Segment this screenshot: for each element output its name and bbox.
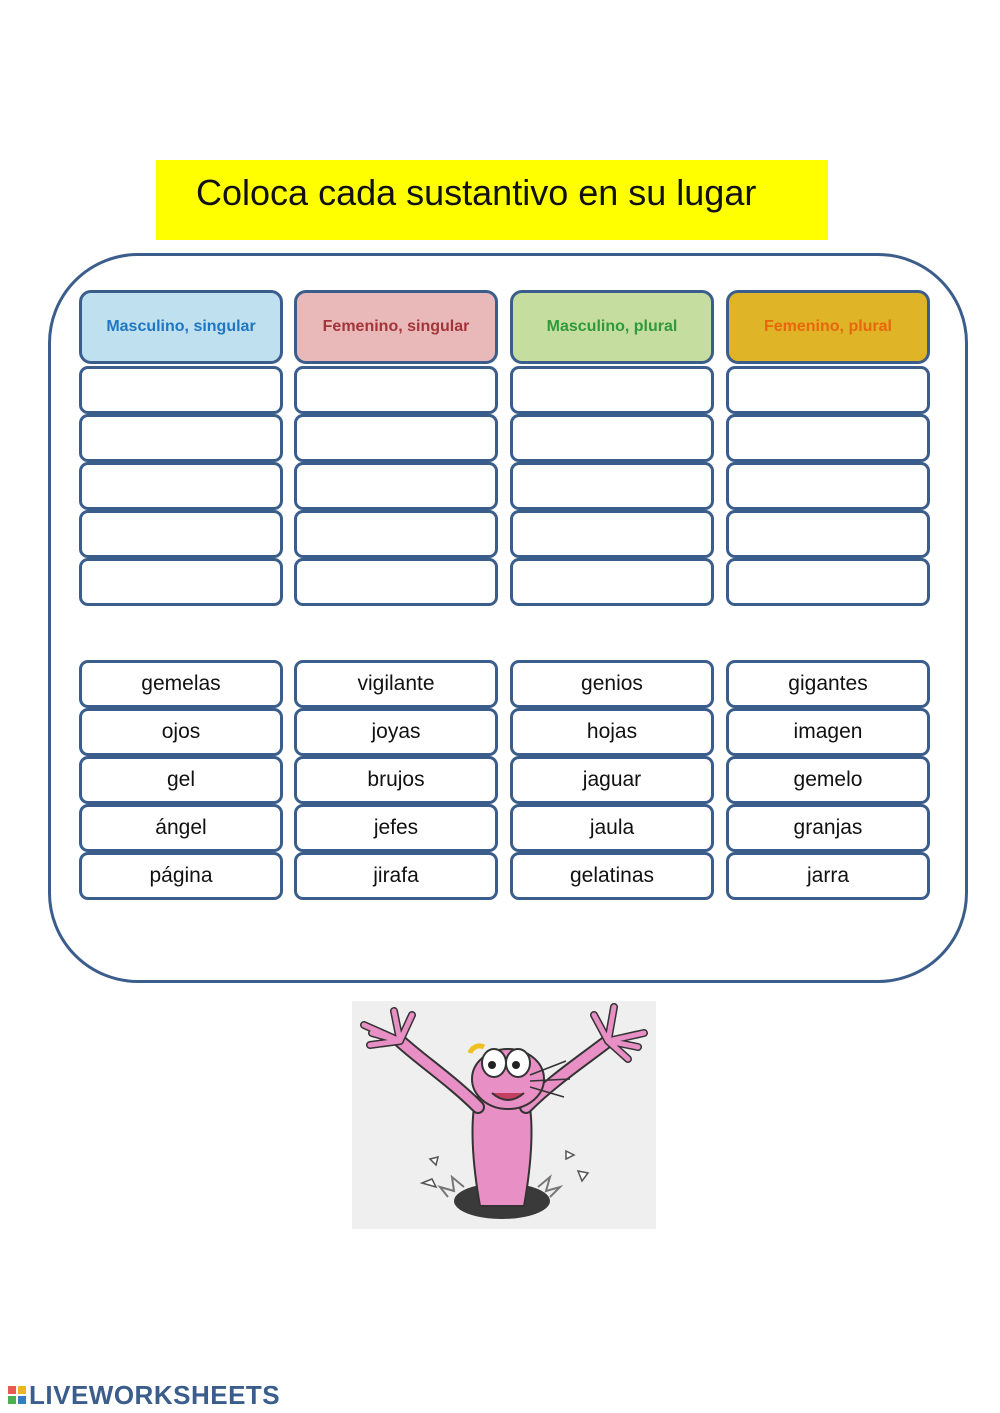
drop-slot[interactable] bbox=[726, 510, 930, 558]
liveworksheets-footer[interactable]: LIVEWORKSHEETS bbox=[8, 1380, 280, 1410]
drop-slot[interactable] bbox=[510, 510, 714, 558]
draggable-word[interactable]: jefes bbox=[294, 804, 498, 852]
draggable-word[interactable]: gelatinas bbox=[510, 852, 714, 900]
pink-panther-illustration bbox=[352, 1001, 656, 1229]
draggable-word[interactable]: genios bbox=[510, 660, 714, 708]
draggable-word[interactable]: gemelas bbox=[79, 660, 283, 708]
draggable-word[interactable]: jarra bbox=[726, 852, 930, 900]
drop-slot[interactable] bbox=[79, 414, 283, 462]
drop-slot[interactable] bbox=[294, 366, 498, 414]
drop-slot[interactable] bbox=[510, 462, 714, 510]
category-header: Masculino, plural bbox=[510, 290, 714, 364]
logo-square bbox=[18, 1386, 26, 1394]
draggable-word[interactable]: gel bbox=[79, 756, 283, 804]
draggable-word[interactable]: imagen bbox=[726, 708, 930, 756]
drop-slot[interactable] bbox=[79, 558, 283, 606]
drop-slot[interactable] bbox=[294, 558, 498, 606]
drop-slot[interactable] bbox=[726, 558, 930, 606]
draggable-word[interactable]: hojas bbox=[510, 708, 714, 756]
drop-slot[interactable] bbox=[726, 414, 930, 462]
worksheet-title: Coloca cada sustantivo en su lugar bbox=[196, 172, 757, 213]
draggable-word[interactable]: jaula bbox=[510, 804, 714, 852]
drop-slot[interactable] bbox=[510, 558, 714, 606]
drop-slot[interactable] bbox=[726, 366, 930, 414]
draggable-word[interactable]: página bbox=[79, 852, 283, 900]
draggable-word[interactable]: jirafa bbox=[294, 852, 498, 900]
draggable-word[interactable]: gigantes bbox=[726, 660, 930, 708]
draggable-word[interactable]: vigilante bbox=[294, 660, 498, 708]
category-header: Femenino, plural bbox=[726, 290, 930, 364]
logo-square bbox=[8, 1396, 16, 1404]
draggable-word[interactable]: brujos bbox=[294, 756, 498, 804]
worksheet-frame bbox=[48, 253, 968, 983]
drop-slot[interactable] bbox=[79, 462, 283, 510]
drop-slot[interactable] bbox=[294, 414, 498, 462]
drop-slot[interactable] bbox=[510, 366, 714, 414]
footer-brand: LIVEWORKSHEETS bbox=[29, 1379, 281, 1410]
category-header: Femenino, singular bbox=[294, 290, 498, 364]
liveworksheets-logo-icon bbox=[8, 1386, 26, 1404]
draggable-word[interactable]: ángel bbox=[79, 804, 283, 852]
category-header: Masculino, singular bbox=[79, 290, 283, 364]
logo-square bbox=[18, 1396, 26, 1404]
logo-square bbox=[8, 1386, 16, 1394]
draggable-word[interactable]: jaguar bbox=[510, 756, 714, 804]
drop-slot[interactable] bbox=[726, 462, 930, 510]
drop-slot[interactable] bbox=[294, 462, 498, 510]
draggable-word[interactable]: joyas bbox=[294, 708, 498, 756]
drop-slot[interactable] bbox=[79, 510, 283, 558]
draggable-word[interactable]: gemelo bbox=[726, 756, 930, 804]
draggable-word[interactable]: ojos bbox=[79, 708, 283, 756]
drop-slot[interactable] bbox=[79, 366, 283, 414]
drop-slot[interactable] bbox=[294, 510, 498, 558]
drop-slot[interactable] bbox=[510, 414, 714, 462]
draggable-word[interactable]: granjas bbox=[726, 804, 930, 852]
title-banner: Coloca cada sustantivo en su lugar bbox=[156, 160, 828, 240]
